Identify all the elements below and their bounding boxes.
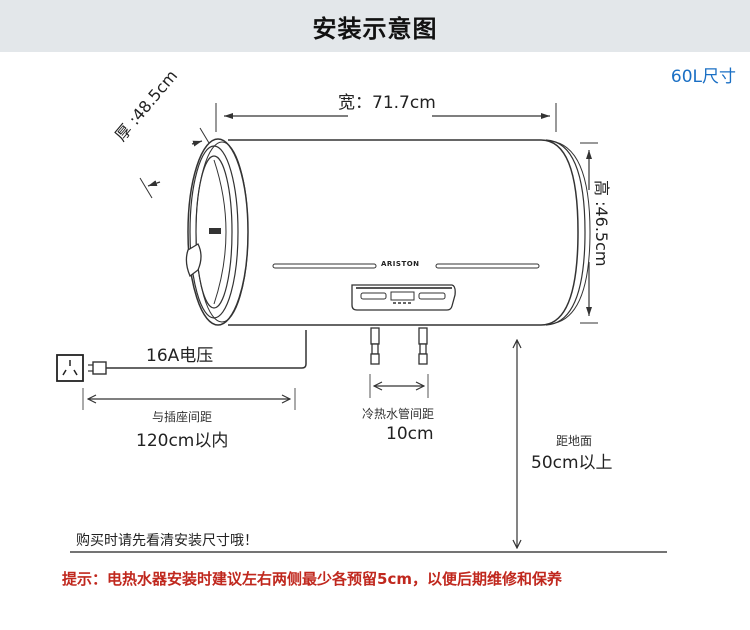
pipe-distance-caption: 冷热水管间距 — [362, 407, 435, 421]
water-pipes — [369, 327, 429, 398]
floor-distance-value: 50cm以上 — [531, 453, 613, 473]
socket-distance-caption: 与插座间距 — [152, 410, 213, 424]
power-label: 16A电压 — [146, 346, 214, 366]
width-label: 宽：71.7cm — [338, 93, 436, 113]
height-dimension — [580, 142, 598, 324]
power-cord — [88, 330, 307, 375]
model-size-label: 60L尺寸 — [670, 67, 736, 87]
installation-tip: 提示：电热水器安装时建议左右两侧最少各预留5cm，以便后期维修和保养 — [62, 570, 562, 588]
socket-distance-dimension — [82, 388, 296, 410]
height-label: 高 :46.5cm — [592, 180, 611, 267]
power-socket-icon — [56, 354, 84, 382]
floor-distance-caption: 距地面 — [556, 434, 593, 448]
header-band: 安装示意图 — [0, 0, 750, 52]
brand-logo: ARISTON — [381, 260, 420, 268]
socket-distance-value: 120cm以内 — [136, 431, 229, 451]
width-dimension — [215, 103, 557, 132]
reminder-note: 购买时请先看清安装尺寸哦！ — [76, 533, 258, 549]
pipe-distance-value: 10cm — [386, 424, 434, 444]
water-heater-tank — [185, 138, 591, 326]
page-title: 安装示意图 — [312, 15, 438, 43]
